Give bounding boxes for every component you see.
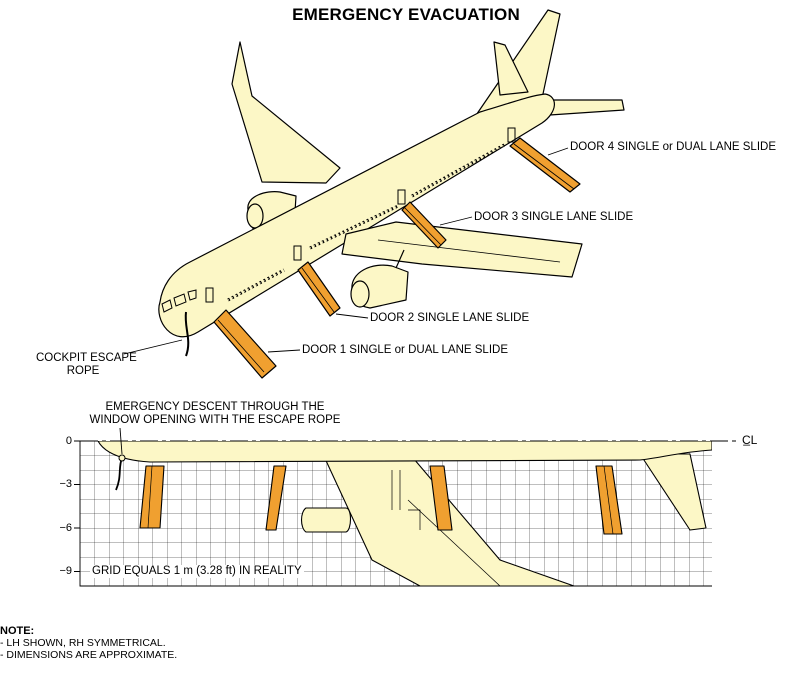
door2-label: DOOR 2 SINGLE LANE SLIDE xyxy=(370,312,530,324)
door4-label: DOOR 4 SINGLE or DUAL LANE SLIDE xyxy=(570,141,777,153)
plan-fuselage xyxy=(97,441,712,463)
right-wing xyxy=(341,221,583,278)
note-item: - DIMENSIONS ARE APPROXIMATE. xyxy=(0,649,178,661)
plan-door3-slide xyxy=(429,465,453,531)
notes: NOTE: - LH SHOWN, RH SYMMETRICAL. - DIME… xyxy=(0,625,177,661)
descent-note: EMERGENCY DESCENT THROUGH THE WINDOW OPE… xyxy=(89,401,341,426)
tick-minus3: −3 xyxy=(59,478,72,490)
door3-slide xyxy=(401,201,447,249)
tick-0: 0 xyxy=(65,435,72,447)
notes-heading: NOTE: xyxy=(0,625,35,637)
page-title: EMERGENCY EVACUATION xyxy=(292,5,520,24)
tick-minus6: −6 xyxy=(59,522,72,534)
plan-engine xyxy=(300,507,352,533)
escape-rope xyxy=(184,311,190,357)
plan-door2-slide xyxy=(265,465,287,531)
note-item: - LH SHOWN, RH SYMMETRICAL. xyxy=(0,637,166,649)
plan-door4-slide xyxy=(595,465,623,535)
door2-slide xyxy=(297,261,341,317)
door1-label: DOOR 1 SINGLE or DUAL LANE SLIDE xyxy=(302,344,509,356)
left-horizontal-stabilizer xyxy=(493,41,529,96)
door3-label: DOOR 3 SINGLE LANE SLIDE xyxy=(474,211,634,223)
grid-caption: GRID EQUALS 1 m (3.28 ft) IN REALITY xyxy=(90,565,304,578)
aircraft-3d-view xyxy=(123,9,625,379)
plan-door1-slide xyxy=(139,465,165,529)
centerline-symbol: C̲L xyxy=(742,433,758,447)
cockpit-escape-rope-label: COCKPIT ESCAPE ROPE xyxy=(36,352,137,377)
door4-slide xyxy=(509,137,581,193)
door1-slide xyxy=(213,309,277,379)
tick-minus9: −9 xyxy=(59,565,72,577)
left-wing xyxy=(231,41,341,184)
fuselage xyxy=(158,93,555,338)
